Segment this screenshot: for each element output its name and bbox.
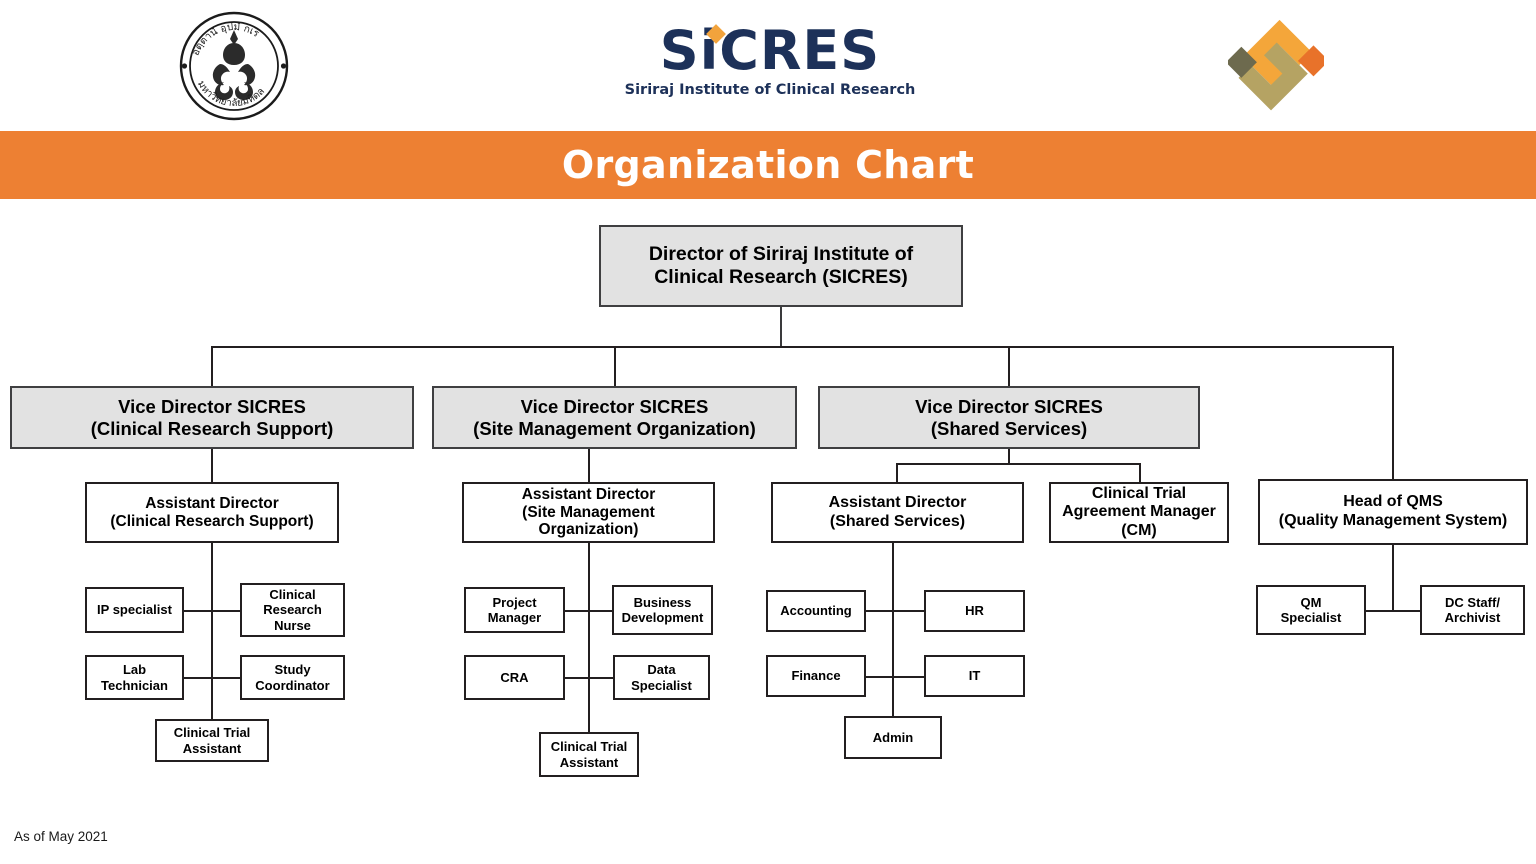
node-assistant-director-clinical-research-support[interactable]: Assistant Director (Clinical Research Su… bbox=[85, 482, 339, 543]
node-vice-director-shared-services[interactable]: Vice Director SICRES (Shared Services) bbox=[818, 386, 1200, 449]
connector-spine-crs-leaves bbox=[211, 543, 213, 723]
sicres-wordmark-text: SiCRES bbox=[659, 19, 881, 82]
mahidol-university-seal-logo: ᐧ อตฺตานํ อุปมํ กเร มหาวิทยาลัยมหิดล bbox=[176, 10, 292, 122]
node-hr[interactable]: HR bbox=[924, 590, 1025, 632]
page-title-banner: Organization Chart bbox=[0, 131, 1536, 199]
node-vice-director-clinical-research-support[interactable]: Vice Director SICRES (Clinical Research … bbox=[10, 386, 414, 449]
as-of-date-note: As of May 2021 bbox=[14, 829, 108, 844]
node-project-manager[interactable]: Project Manager bbox=[464, 587, 565, 633]
node-study-coordinator[interactable]: Study Coordinator bbox=[240, 655, 345, 700]
node-it[interactable]: IT bbox=[924, 655, 1025, 697]
connector-drop-asst-ss bbox=[896, 463, 898, 482]
node-accounting[interactable]: Accounting bbox=[766, 590, 866, 632]
node-data-specialist[interactable]: Data Specialist bbox=[613, 655, 710, 700]
node-clinical-research-nurse[interactable]: Clinical Research Nurse bbox=[240, 583, 345, 637]
node-clinical-trial-assistant-smo[interactable]: Clinical Trial Assistant bbox=[539, 732, 639, 777]
connector-stub-crn bbox=[211, 610, 240, 612]
connector-vdcrs-to-asst bbox=[211, 449, 213, 482]
node-admin[interactable]: Admin bbox=[844, 716, 942, 759]
node-ip-specialist[interactable]: IP specialist bbox=[85, 587, 184, 633]
connector-stub-accounting bbox=[866, 610, 892, 612]
node-assistant-director-site-management-organization[interactable]: Assistant Director (Site Management Orga… bbox=[462, 482, 715, 543]
connector-vdsmo-to-asst bbox=[588, 449, 590, 482]
node-director[interactable]: Director of Siriraj Institute of Clinica… bbox=[599, 225, 963, 307]
connector-spine-smo-leaves bbox=[588, 543, 590, 733]
connector-drop-vd-ss bbox=[1008, 346, 1010, 386]
node-lab-technician[interactable]: Lab Technician bbox=[85, 655, 184, 700]
connector-stub-business-dev bbox=[588, 610, 612, 612]
sicres-tagline-text: Siriraj Institute of Clinical Research bbox=[624, 82, 916, 98]
connector-stub-data-specialist bbox=[588, 677, 613, 679]
node-dc-staff-archivist[interactable]: DC Staff/ Archivist bbox=[1420, 585, 1525, 635]
connector-stub-study-coord bbox=[211, 677, 240, 679]
connector-spine-ss-leaves bbox=[892, 543, 894, 716]
connector-spine-qms-leaves bbox=[1392, 545, 1394, 611]
connector-stub-hr bbox=[892, 610, 924, 612]
node-qm-specialist[interactable]: QM Specialist bbox=[1256, 585, 1366, 635]
connector-vdss-bus bbox=[896, 463, 1140, 465]
node-assistant-director-shared-services[interactable]: Assistant Director (Shared Services) bbox=[771, 482, 1024, 543]
node-clinical-trial-agreement-manager[interactable]: Clinical Trial Agreement Manager (CM) bbox=[1049, 482, 1229, 543]
connector-stub-ip-specialist bbox=[184, 610, 212, 612]
connector-stub-dc-staff bbox=[1392, 610, 1420, 612]
node-clinical-trial-assistant-crs[interactable]: Clinical Trial Assistant bbox=[155, 719, 269, 762]
sicres-wordmark-logo: SiCRES Siriraj Institute of Clinical Res… bbox=[610, 22, 930, 112]
connector-stub-finance bbox=[866, 676, 892, 678]
connector-vdss-stem bbox=[1008, 449, 1010, 464]
connector-drop-vd-smo bbox=[614, 346, 616, 386]
node-business-development[interactable]: Business Development bbox=[612, 585, 713, 635]
connector-stub-it bbox=[892, 676, 924, 678]
sicres-diamond-mark-logo bbox=[1225, 8, 1330, 118]
connector-drop-vd-crs bbox=[211, 346, 213, 386]
connector-drop-ctam bbox=[1139, 463, 1141, 482]
page-title: Organization Chart bbox=[561, 143, 975, 187]
connector-stub-qm-specialist bbox=[1366, 610, 1392, 612]
node-finance[interactable]: Finance bbox=[766, 655, 866, 697]
connector-director-bus bbox=[211, 346, 1394, 348]
svg-text:ᐧ: ᐧ bbox=[203, 29, 210, 39]
connector-drop-head-qms bbox=[1392, 346, 1394, 479]
connector-stub-cra bbox=[565, 677, 588, 679]
node-head-of-qms[interactable]: Head of QMS (Quality Management System) bbox=[1258, 479, 1528, 545]
connector-stub-project-manager bbox=[565, 610, 588, 612]
connector-director-stem bbox=[780, 307, 782, 347]
node-vice-director-site-management-organization[interactable]: Vice Director SICRES (Site Management Or… bbox=[432, 386, 797, 449]
connector-stub-lab-tech bbox=[184, 677, 212, 679]
node-cra[interactable]: CRA bbox=[464, 655, 565, 700]
